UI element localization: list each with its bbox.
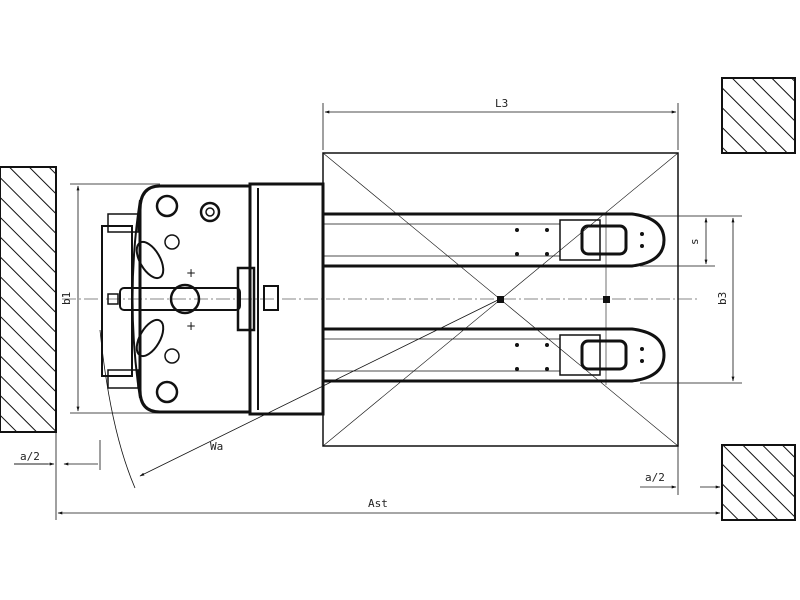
label-L3: L3: [495, 97, 508, 110]
truck-body: + +: [131, 182, 325, 416]
label-s: s: [688, 238, 701, 245]
dimension-b1: b1: [60, 183, 160, 414]
label-b3: b3: [716, 292, 729, 305]
load-center-marker: [497, 296, 504, 303]
svg-text:+: +: [186, 319, 196, 333]
label-b1: b1: [60, 292, 73, 305]
dimension-a2-right: a/2: [640, 446, 721, 495]
wall-left: [0, 166, 57, 433]
svg-text:+: +: [186, 266, 196, 280]
label-Ast: Ast: [368, 497, 388, 510]
dimension-Ast: Ast: [55, 432, 723, 520]
label-Wa: Wa: [210, 440, 223, 453]
obstacle-top-right: [721, 77, 796, 154]
label-a2-right: a/2: [645, 471, 665, 484]
dimension-a2-left: a/2: [14, 440, 101, 470]
dimension-b3: b3: [640, 215, 742, 384]
dimension-s: s: [640, 217, 715, 267]
dimension-Wa: Wa: [99, 298, 501, 489]
fork-lower: [322, 327, 666, 383]
tiller-handle: [101, 213, 241, 389]
dimension-L3: L3: [322, 97, 679, 150]
fork-tip-marker: [603, 296, 610, 303]
label-a2-left: a/2: [20, 450, 40, 463]
fork-upper: [322, 212, 666, 268]
obstacle-bottom-right: [721, 444, 796, 521]
